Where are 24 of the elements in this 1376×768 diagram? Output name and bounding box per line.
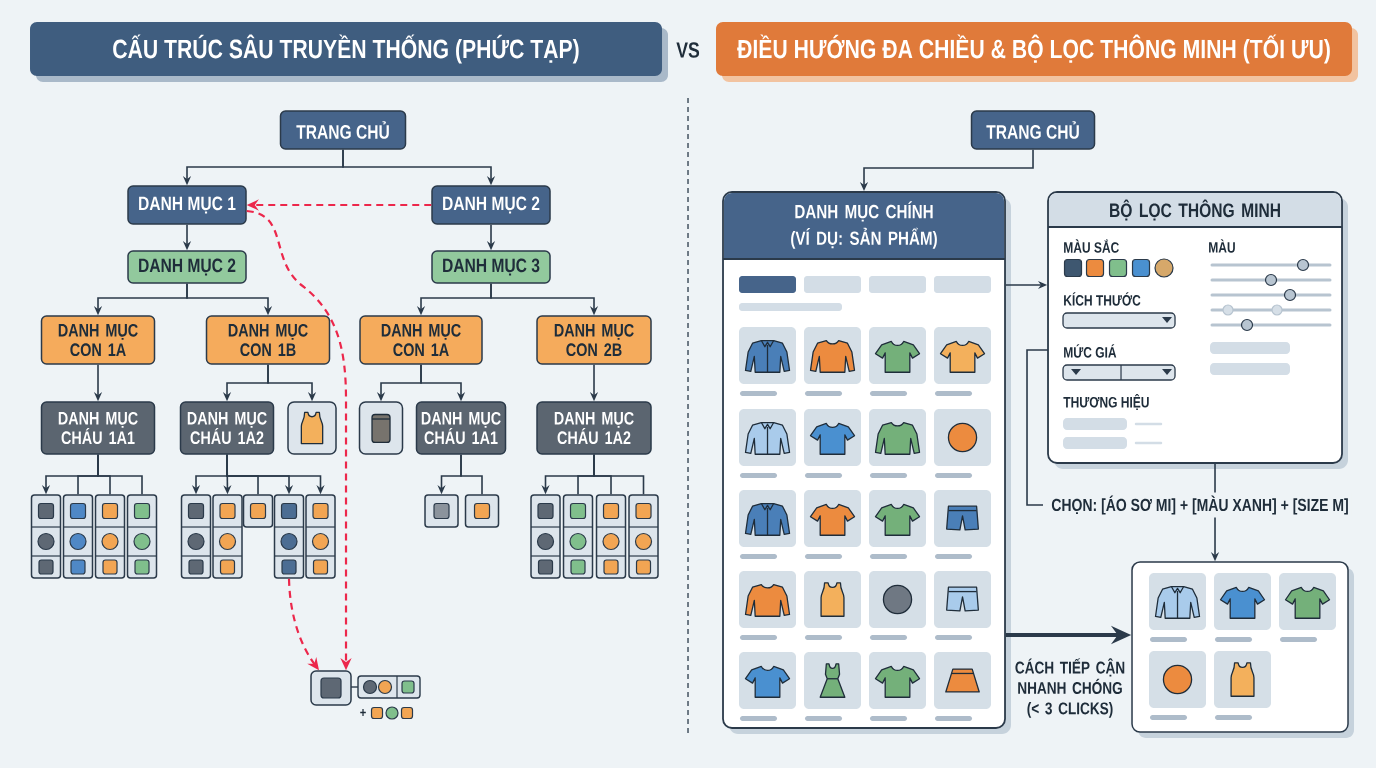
category-box: DANH MỤC CHÁU 1A1: [40, 401, 156, 455]
category-box: DANH MỤC CON 2B: [536, 315, 652, 365]
category-box: DANH MỤC 2: [127, 250, 247, 284]
category-box: DANH MỤC CHÁU 1A2: [536, 401, 652, 455]
category-box: DANH MỤC CHÁU 1A2: [179, 401, 275, 455]
connector-line: [460, 453, 483, 496]
category-box: DANH MỤC 3: [431, 250, 551, 284]
category-box: DANH MỤC CON 1B: [205, 315, 331, 365]
category-box: TRANG CHỦ: [279, 110, 407, 150]
category-box: DANH MỤC CON 1A: [40, 315, 156, 365]
category-box: DANH MỤC 2: [431, 185, 551, 225]
connector-line: [593, 453, 645, 496]
panel-header: DANH MỤC CHÍNH (VÍ DỤ: SẢN PHẨM): [722, 193, 1006, 260]
category-box: DANH MỤC 1: [127, 185, 247, 225]
title-banner: CẤU TRÚC SÂU TRUYỀN THỐNG (PHỨC TẠP): [30, 22, 668, 82]
category-box: DANH MỤC CON 1A: [359, 315, 483, 365]
vs-label: VS: [676, 42, 700, 58]
category-box: TRANG CHỦ: [970, 110, 1096, 150]
edge-label: CÁCH TIẾP CẬN NHANH CHÓNG (< 3 CLICKS): [1011, 655, 1129, 721]
title-banner: ĐIỀU HƯỚNG ĐA CHIỀU & BỘ LỌC THÔNG MINH (TỐI ƯU): [716, 22, 1358, 82]
plus-sign: +: [360, 708, 366, 716]
connector-line: [97, 453, 143, 496]
edge-label: CHỌN: [ÁO SƠ MI] + [MÀU XANH] + [SIZE M]: [1048, 492, 1352, 518]
category-box: DANH MỤC CHÁU 1A1: [415, 401, 507, 455]
